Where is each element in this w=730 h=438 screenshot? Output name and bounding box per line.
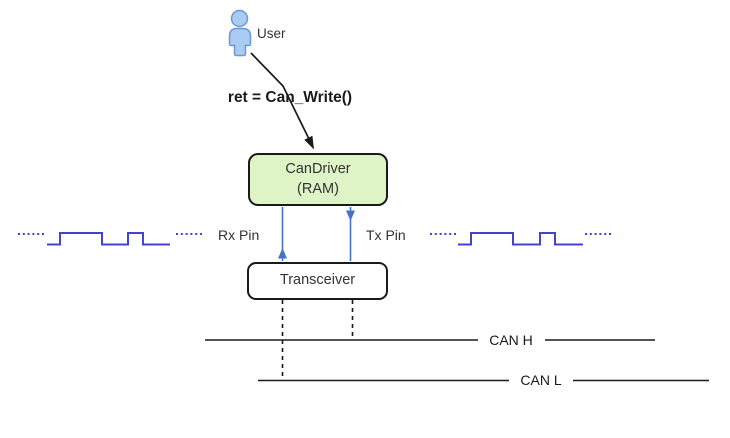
tx-pin-label: Tx Pin bbox=[366, 227, 406, 243]
can-driver-name: CanDriver bbox=[285, 160, 351, 177]
tx-signal-arrow bbox=[346, 207, 355, 261]
can-driver-ram: (RAM) bbox=[297, 180, 339, 197]
call-arrow bbox=[250, 52, 314, 150]
can-driver-box: CanDriver (RAM) bbox=[248, 153, 388, 206]
can-h-label: CAN H bbox=[489, 332, 533, 348]
user-icon bbox=[228, 9, 252, 57]
transceiver-box: Transceiver bbox=[247, 262, 388, 300]
user-label: User bbox=[257, 26, 286, 41]
rx-waveform bbox=[18, 232, 202, 246]
transceiver-name: Transceiver bbox=[279, 272, 356, 289]
tx-waveform bbox=[430, 232, 612, 246]
can-l-label: CAN L bbox=[520, 372, 562, 388]
call-label: ret = Can_Write() bbox=[227, 89, 353, 106]
rx-signal-arrow bbox=[278, 207, 287, 261]
rx-pin-label: Rx Pin bbox=[218, 227, 260, 243]
